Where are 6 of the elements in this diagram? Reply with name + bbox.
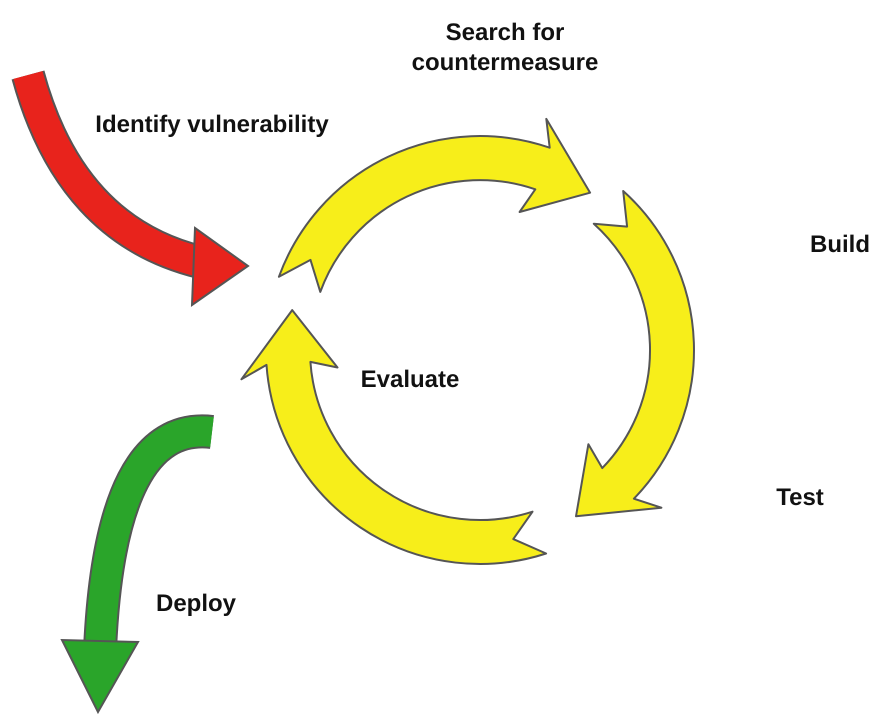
step-label: Search for countermeasure (410, 18, 600, 78)
step-label: Test (776, 483, 824, 513)
step-label: Identify vulnerability (94, 110, 330, 140)
step-label: Deploy (156, 589, 236, 619)
step-label: Evaluate (360, 365, 460, 395)
step-label: Build (810, 230, 870, 260)
